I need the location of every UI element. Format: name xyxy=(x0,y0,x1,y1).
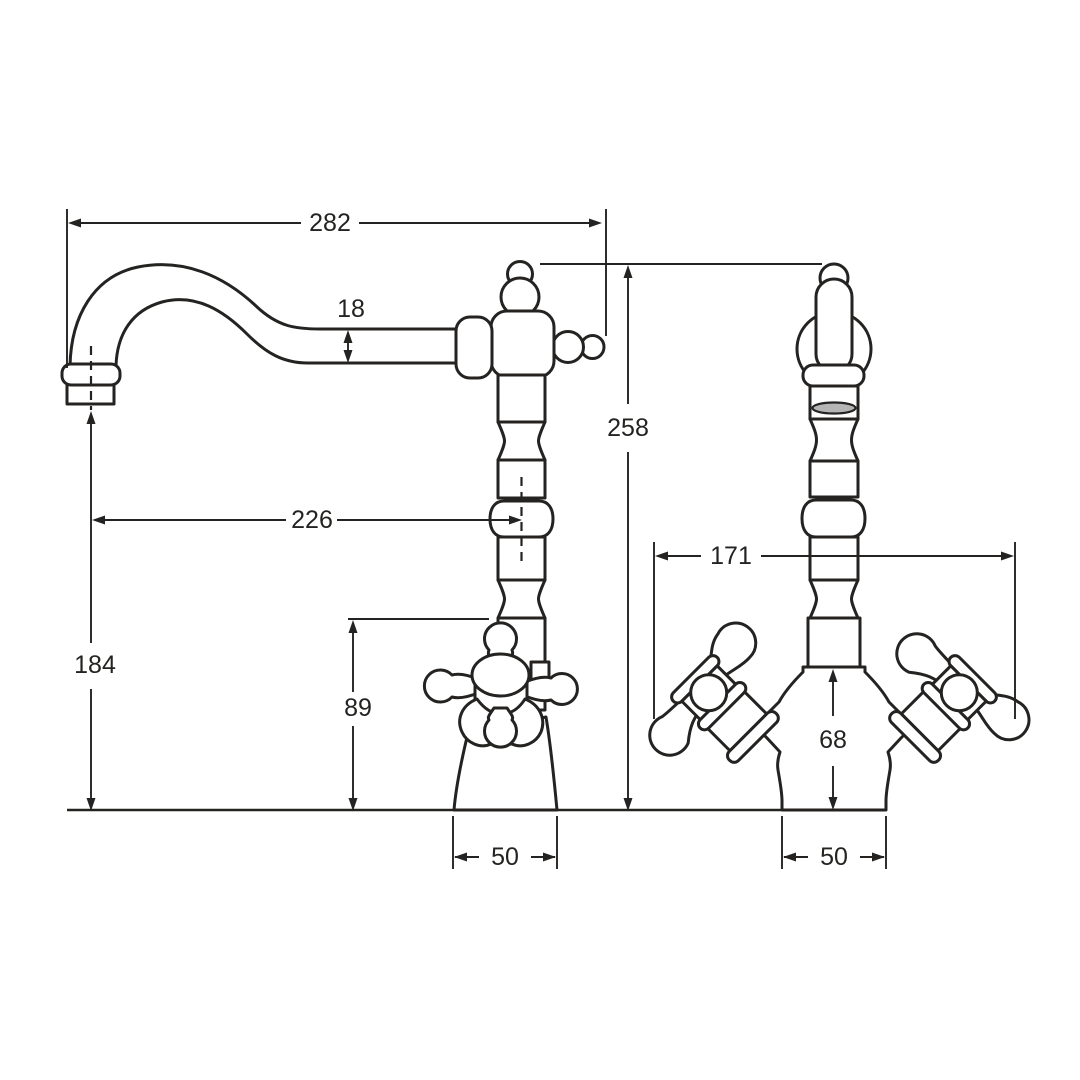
dim-body-height: 68 xyxy=(819,669,847,810)
handle-stem-band xyxy=(888,709,943,764)
handle-hub xyxy=(470,652,531,698)
dim-label-50-side: 50 xyxy=(491,843,519,871)
spout-end-capsule xyxy=(814,277,854,374)
dim-label-171: 171 xyxy=(710,542,752,570)
column-section xyxy=(496,373,547,424)
side-view xyxy=(60,260,606,812)
handle-arm-right xyxy=(523,672,579,706)
side-handle xyxy=(422,621,579,749)
column-neck xyxy=(496,578,547,620)
dim-handle-height: 89 xyxy=(344,618,489,811)
dim-handle-span: 171 xyxy=(653,542,1016,719)
dim-label-226: 226 xyxy=(291,506,333,534)
dim-label-18: 18 xyxy=(337,295,365,323)
spout-collar xyxy=(801,363,866,388)
spout-collar-ear xyxy=(454,315,494,380)
front-view xyxy=(648,262,1031,812)
dim-outlet-height: 184 xyxy=(68,411,122,811)
column-neck xyxy=(808,417,860,463)
column-neck xyxy=(496,420,547,462)
column-section xyxy=(808,459,860,499)
dim-label-50-front: 50 xyxy=(820,843,848,871)
column-flange xyxy=(806,616,862,669)
column-bulge xyxy=(488,499,555,539)
column-bulge xyxy=(800,498,867,539)
body-right-knob xyxy=(551,330,585,364)
column-neck xyxy=(808,578,860,620)
dim-overall-height: 258 xyxy=(540,263,822,811)
dim-label-68: 68 xyxy=(819,726,847,754)
handle-hub xyxy=(689,673,729,713)
dim-base-width-side: 50 xyxy=(452,816,558,871)
shaded-joint-ellipse xyxy=(811,401,857,415)
handle-hub xyxy=(939,673,979,713)
column-section xyxy=(808,535,860,582)
cross-body xyxy=(489,309,556,379)
front-handle-right xyxy=(888,632,1031,764)
handle-arm-bottom xyxy=(483,706,518,749)
dim-spout-tube: 18 xyxy=(337,295,365,363)
dim-base-width-front: 50 xyxy=(781,816,887,871)
front-handle-left xyxy=(648,621,780,764)
dim-label-184: 184 xyxy=(74,651,116,679)
dim-label-258: 258 xyxy=(607,414,649,442)
dim-spout-reach: 226 xyxy=(92,506,522,534)
dim-label-89: 89 xyxy=(344,694,372,722)
dim-label-282: 282 xyxy=(309,209,351,237)
spout-outline xyxy=(68,263,461,368)
handle-arm-left xyxy=(422,668,480,704)
handle-stem-band xyxy=(725,709,780,764)
dim-overall-width: 282 xyxy=(66,209,607,368)
dimension-annotations: 282 18 258 226 xyxy=(66,209,1016,871)
